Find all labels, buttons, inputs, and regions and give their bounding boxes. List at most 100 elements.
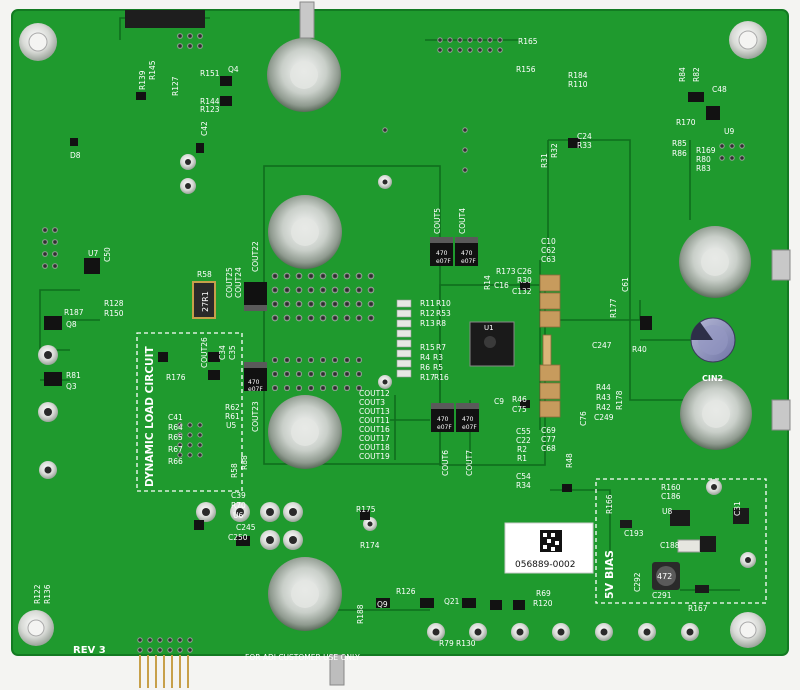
label-r62: R62 xyxy=(225,403,240,412)
label-r144: R144 xyxy=(200,97,220,106)
label-r160: R160 xyxy=(661,483,681,492)
label-r53: R53 xyxy=(436,309,451,318)
label-r82: R82 xyxy=(692,67,701,82)
label-r5: R5 xyxy=(433,363,443,372)
label-r177: R177 xyxy=(609,298,618,318)
label-cout12: COUT12 xyxy=(359,389,390,398)
label-c39: C39 xyxy=(231,491,246,500)
cap-marking: 470 xyxy=(437,416,449,423)
smd-component xyxy=(44,76,720,610)
label-r58: R58 xyxy=(197,270,212,279)
label-r66: R66 xyxy=(168,457,183,466)
label-c291: C291 xyxy=(652,591,672,600)
dynamic-load-box: DYNAMIC LOAD CIRCUIT xyxy=(136,332,243,492)
label-q9: Q9 xyxy=(377,600,388,609)
edge-test-pad xyxy=(38,154,756,641)
label-cout18: COUT18 xyxy=(359,443,390,452)
label-cout7: COUT7 xyxy=(465,450,474,476)
label-c61: C61 xyxy=(621,277,630,292)
label-r86: R86 xyxy=(672,149,687,158)
label-r80: R80 xyxy=(696,155,711,164)
label-c22: C22 xyxy=(516,436,531,445)
label-r110: R110 xyxy=(568,80,588,89)
label-r81: R81 xyxy=(66,371,81,380)
label-c55: C55 xyxy=(516,427,531,436)
label-cout16: COUT16 xyxy=(359,425,390,434)
bias-label: 5V BIAS xyxy=(603,550,616,599)
terminal-stud xyxy=(267,38,752,631)
label-r79: R79 xyxy=(439,639,454,648)
bias-box: 5V BIAS xyxy=(595,478,767,604)
label-r44: R44 xyxy=(596,383,611,392)
label-c75: C75 xyxy=(512,405,527,414)
via-array xyxy=(42,33,745,653)
label-r184: R184 xyxy=(568,71,588,80)
label-r165: R165 xyxy=(518,37,538,46)
label-cout22: COUT22 xyxy=(251,241,260,272)
label-c62: C62 xyxy=(541,246,556,255)
label-r120: R120 xyxy=(533,599,553,608)
label-r4: R4 xyxy=(420,353,430,362)
label-r1: R1 xyxy=(517,454,527,463)
label-c69: C69 xyxy=(541,426,556,435)
label-r34: R34 xyxy=(516,481,531,490)
label-r178: R178 xyxy=(615,390,624,410)
label-r46: R46 xyxy=(512,395,527,404)
cap-code: e07F xyxy=(436,258,451,265)
label-r123: R123 xyxy=(200,105,220,114)
label-c31: C31 xyxy=(733,501,742,516)
label-r14: R14 xyxy=(483,275,492,290)
cap-marking: 470 xyxy=(248,379,260,386)
label-u8: U8 xyxy=(662,507,672,516)
label-c76: C76 xyxy=(579,411,588,426)
label-r30: R30 xyxy=(517,276,532,285)
part-number-sticker xyxy=(504,522,594,574)
label-c54: C54 xyxy=(516,472,531,481)
label-r188: R188 xyxy=(356,604,365,624)
label-r31: R31 xyxy=(540,153,549,168)
inductor-marking: 27R1 xyxy=(201,291,210,312)
label-q21: Q21 xyxy=(444,597,460,606)
label-c50: C50 xyxy=(103,247,112,262)
bulk-capacitor xyxy=(690,317,736,363)
label-r2: R2 xyxy=(517,445,527,454)
label-cout5: COUT5 xyxy=(433,208,442,234)
label-r6: R6 xyxy=(420,363,430,372)
label-r12: R12 xyxy=(420,309,435,318)
label-r11: R11 xyxy=(420,299,435,308)
label-r17: R17 xyxy=(420,373,435,382)
label-r166: R166 xyxy=(605,494,614,514)
label-r130: R130 xyxy=(456,639,476,648)
label-u9: U9 xyxy=(724,127,734,136)
label-c77: C77 xyxy=(541,435,556,444)
label-c132: C132 xyxy=(512,287,532,296)
label-q3: Q3 xyxy=(66,382,77,391)
label-r167: R167 xyxy=(688,604,708,613)
controller-ic xyxy=(469,321,515,367)
label-c24: C24 xyxy=(577,132,592,141)
label-c9: C9 xyxy=(494,397,504,406)
resistor-array xyxy=(396,299,412,378)
label-q8: Q8 xyxy=(66,320,77,329)
label-u6: U6 xyxy=(233,511,243,520)
label-rev: REV 3 xyxy=(73,645,106,656)
label-r150: R150 xyxy=(104,309,124,318)
label-u5: U5 xyxy=(226,421,236,430)
label-r175: R175 xyxy=(356,505,376,514)
label-r64: R64 xyxy=(168,423,183,432)
label-cout25: COUT25 xyxy=(225,267,234,298)
label-r83: R83 xyxy=(696,164,711,173)
label-r122: R122 xyxy=(33,584,42,604)
label-r151: R151 xyxy=(200,69,220,78)
label-r10: R10 xyxy=(436,299,451,308)
label-u1: U1 xyxy=(484,324,494,332)
inductor xyxy=(192,281,216,319)
label-q4: Q4 xyxy=(228,65,239,74)
label-cout24: COUT24 xyxy=(234,267,243,298)
label-c26: C26 xyxy=(517,267,532,276)
part-number: 056889-0002 xyxy=(515,560,576,570)
label-r32: R32 xyxy=(550,143,559,158)
label-c10: C10 xyxy=(541,237,556,246)
label-r13: R13 xyxy=(420,319,435,328)
